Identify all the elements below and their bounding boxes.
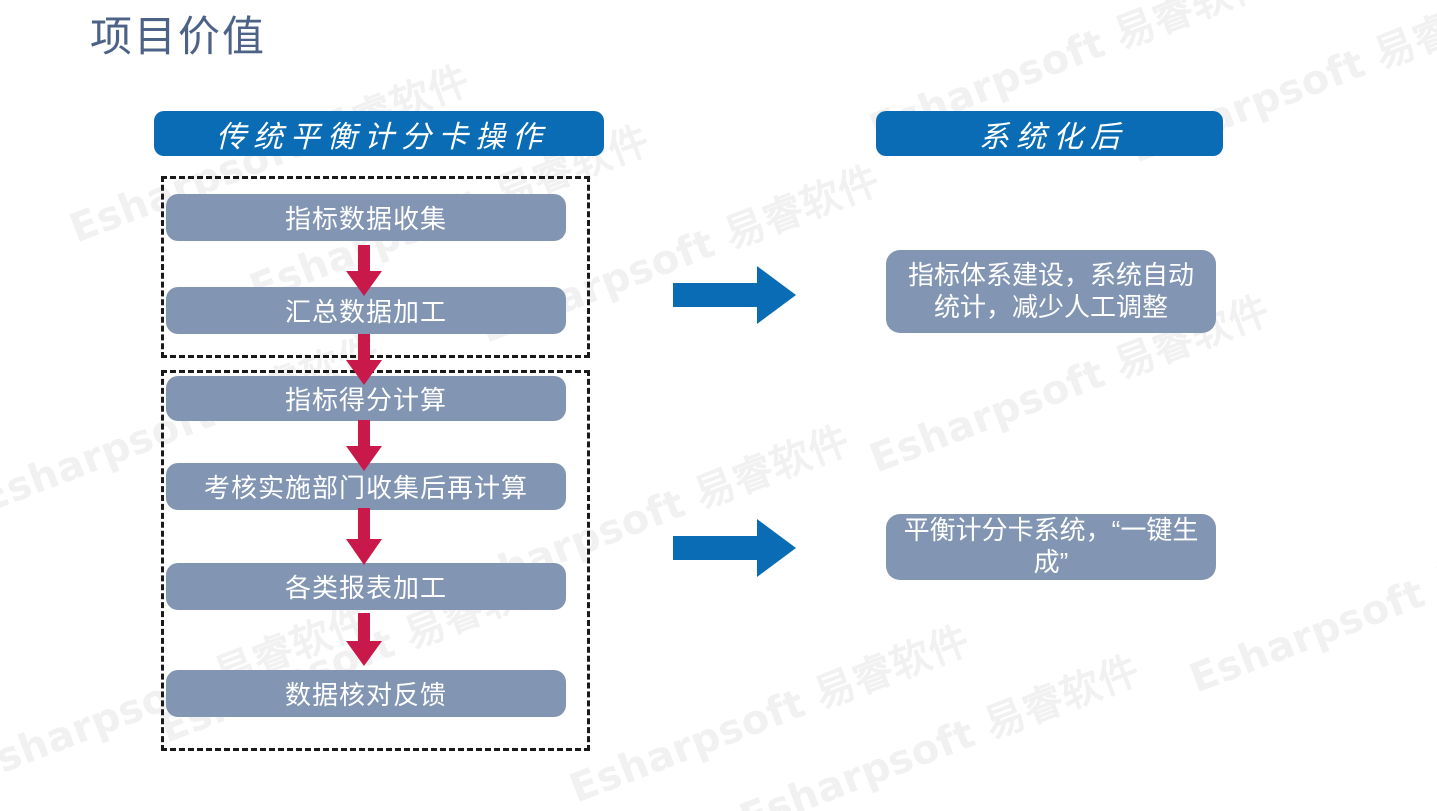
watermark-text: Esharpsoft 易睿软件: [563, 617, 977, 811]
column-header-traditional: 传统平衡计分卡操作: [154, 111, 604, 156]
flow-group-top: [161, 176, 590, 358]
watermark-text: Esharpsoft 易睿软件: [1183, 507, 1437, 703]
flow-group-bottom: [161, 370, 590, 751]
arrow-right-icon: [673, 518, 797, 578]
watermark-text: Esharpsoft 易睿软件: [733, 647, 1147, 811]
arrow-down-icon: [344, 420, 384, 472]
arrow-down-icon: [344, 508, 384, 566]
process-step-box: 汇总数据加工: [166, 287, 566, 334]
process-step-box: 数据核对反馈: [166, 670, 566, 717]
arrow-down-icon: [344, 334, 384, 386]
process-step-box: 指标得分计算: [166, 376, 566, 421]
process-step-box: 各类报表加工: [166, 563, 566, 610]
page-title: 项目价值: [90, 13, 267, 60]
arrow-down-icon: [344, 245, 384, 297]
process-step-box: 指标数据收集: [166, 194, 566, 241]
arrow-down-icon: [344, 613, 384, 667]
result-box: 指标体系建设，系统自动统计，减少人工调整: [886, 250, 1216, 333]
column-header-systemized: 系统化后: [876, 111, 1223, 156]
arrow-right-icon: [673, 265, 797, 325]
result-box: 平衡计分卡系统，“一键生成”: [886, 514, 1216, 580]
process-step-box: 考核实施部门收集后再计算: [166, 463, 566, 510]
